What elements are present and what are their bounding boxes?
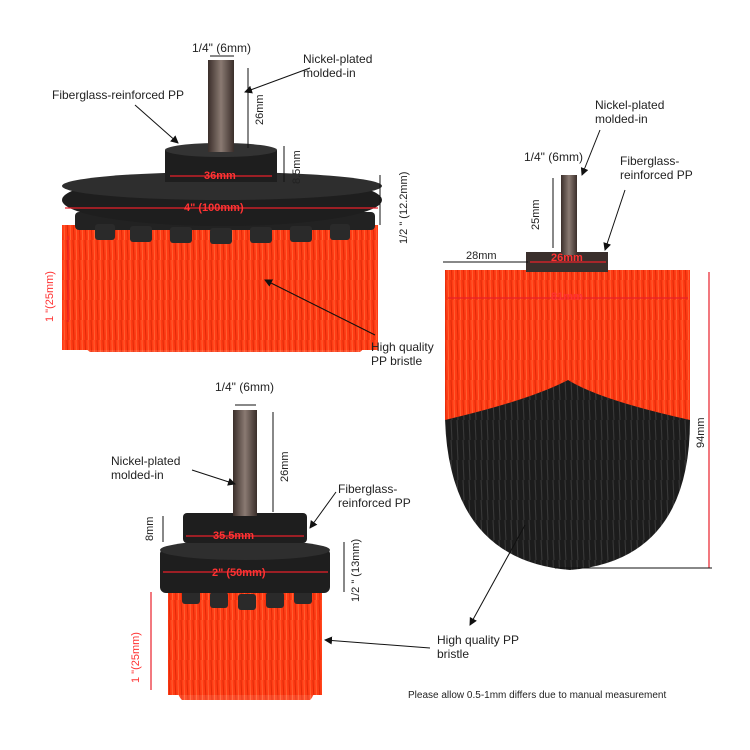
brush-round	[443, 129, 712, 626]
bristle-round-orange	[445, 270, 690, 420]
shank-large	[208, 60, 234, 152]
large-collar-height: 8.5mm	[291, 150, 303, 184]
large-base-diameter: 4" (100mm)	[184, 202, 244, 214]
small-shank-length: 26mm	[279, 451, 291, 482]
round-head-diameter: 81mm	[551, 291, 583, 303]
small-collar-height: 8mm	[144, 516, 156, 541]
small-base-label: Fiberglass-reinforced PP	[338, 482, 411, 510]
small-shank-label: Nickel-plated molded-in	[111, 454, 181, 482]
large-base-label: Fiberglass-reinforced PP	[52, 88, 185, 102]
round-shank-length: 25mm	[530, 199, 542, 230]
round-neck-offset: 28mm	[466, 250, 497, 262]
brush-large	[62, 55, 382, 352]
small-hex-shank-dim: 1/4" (6mm)	[215, 380, 274, 394]
large-shank-length: 26mm	[254, 94, 266, 125]
small-bristle-length: 1 "(25mm)	[130, 632, 142, 683]
small-base-height: 1/2 " (13mm)	[350, 538, 362, 602]
large-bristle-length: 1 "(25mm)	[44, 271, 56, 322]
shank-round	[561, 175, 577, 255]
small-collar-diameter: 35.5mm	[213, 530, 254, 542]
measurement-footnote: Please allow 0.5-1mm differs due to manu…	[408, 690, 667, 701]
round-shank-label: Nickel-plated molded-in	[595, 98, 665, 126]
brush-small	[150, 404, 431, 700]
round-hex-shank-dim: 1/4" (6mm)	[524, 150, 583, 164]
base-disc-small	[160, 548, 330, 593]
round-total-height: 94mm	[695, 417, 707, 448]
round-neck-diameter: 26mm	[551, 252, 583, 264]
small-bristle-label: High quality PP bristle	[437, 633, 519, 661]
large-bristle-label: High quality PP bristle	[371, 340, 434, 368]
shank-small	[233, 410, 257, 516]
large-shank-label: Nickel-plated molded-in	[303, 52, 373, 80]
large-collar-diameter: 36mm	[204, 170, 236, 182]
round-base-label: Fiberglass-reinforced PP	[620, 154, 693, 182]
large-hex-shank-dim: 1/4" (6mm)	[192, 41, 251, 55]
small-base-diameter: 2" (50mm)	[212, 567, 266, 579]
large-base-height: 1/2 " (12.2mm)	[398, 171, 410, 244]
